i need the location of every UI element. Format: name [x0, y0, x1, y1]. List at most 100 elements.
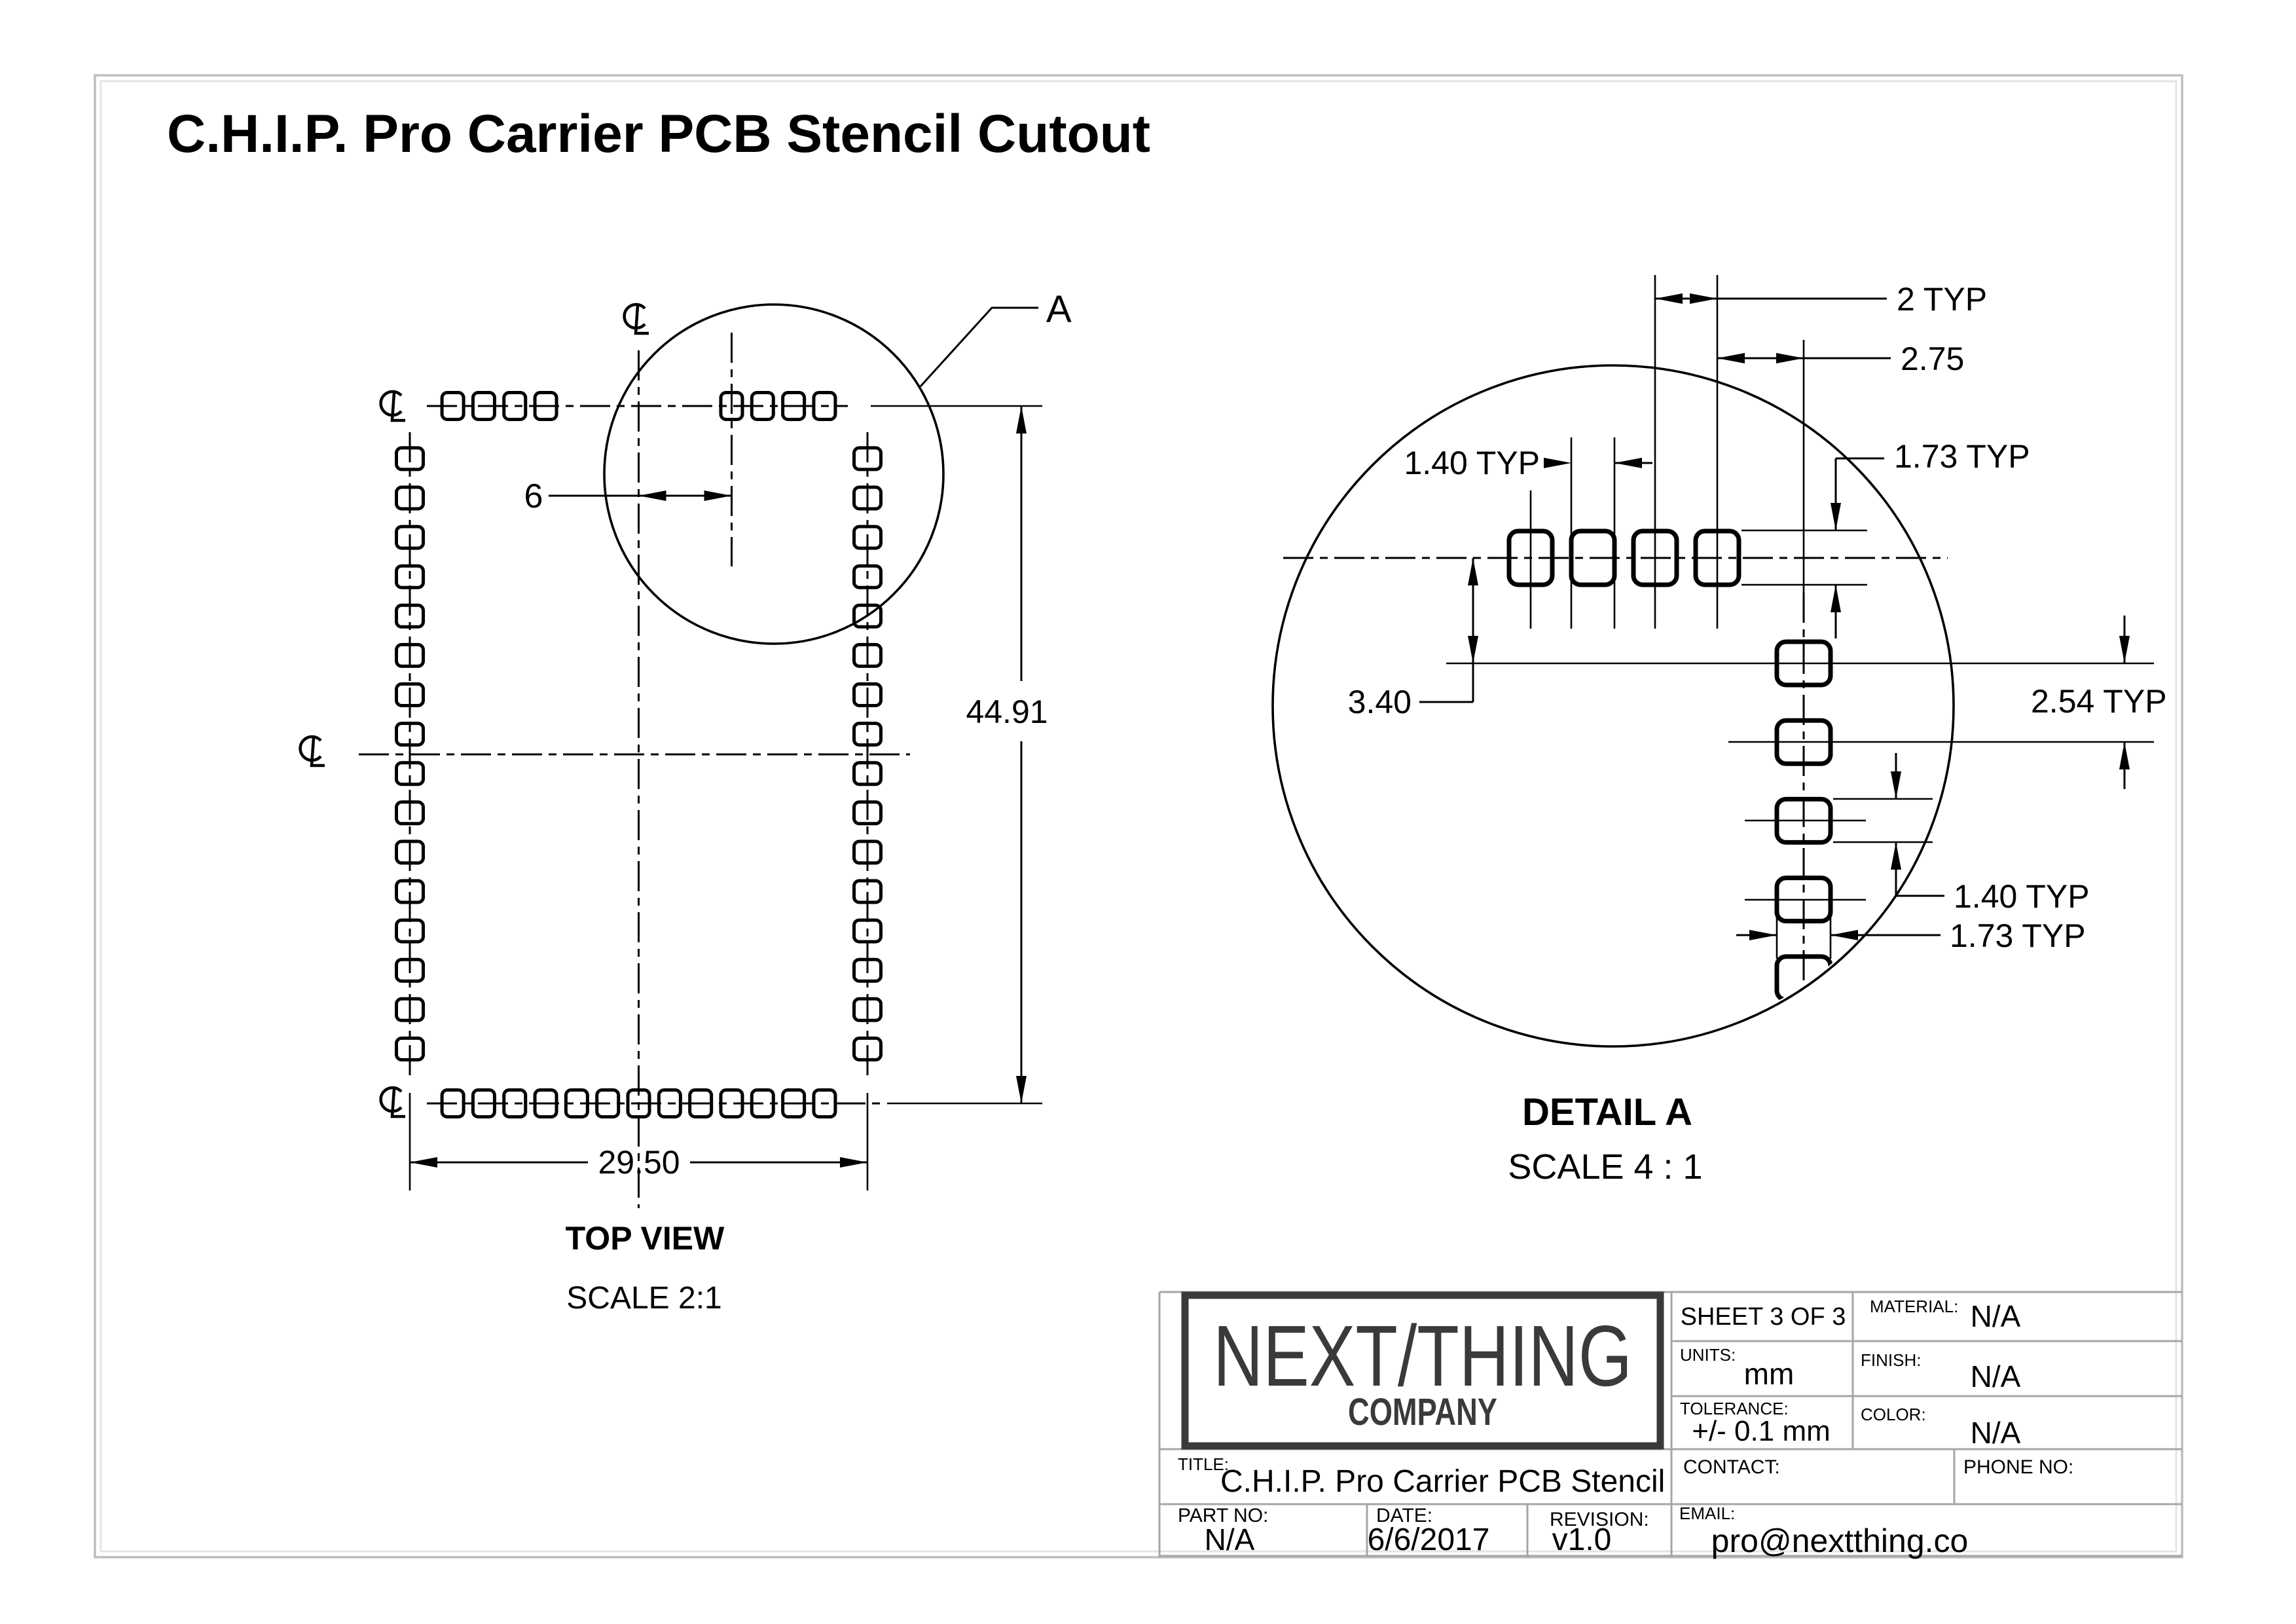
revision-label: REVISION:	[1550, 1509, 1649, 1530]
arrowhead-icon	[1690, 293, 1717, 304]
pad	[852, 997, 883, 1022]
pad	[395, 525, 425, 550]
part-no-label: PART NO:	[1178, 1505, 1268, 1526]
arrowhead-icon	[704, 490, 732, 501]
detail-view: 2 TYP 2.75 1.40 TYP 1.73 TYP 3.40	[1271, 275, 2167, 1187]
dim-pad-width-top: 1.40 TYP	[1404, 445, 1652, 481]
contact-label: CONTACT:	[1683, 1456, 1780, 1478]
pad	[852, 761, 883, 786]
pad	[852, 682, 883, 707]
company-subname: COMPANY	[1348, 1391, 1497, 1433]
top-view-label: TOP VIEW	[566, 1220, 725, 1257]
revision-value: v1.0	[1552, 1522, 1612, 1557]
pad	[395, 642, 425, 668]
pad	[395, 800, 425, 826]
pad	[852, 446, 883, 471]
title-value: C.H.I.P. Pro Carrier PCB Stencil	[1220, 1464, 1665, 1499]
units-value: mm	[1744, 1357, 1795, 1391]
pad	[471, 1088, 496, 1118]
arrowhead-icon	[1831, 585, 1841, 612]
pad	[852, 642, 883, 668]
pad	[395, 879, 425, 904]
pad	[852, 1036, 883, 1061]
arrowhead-icon	[1891, 842, 1901, 870]
tolerance-label: TOLERANCE:	[1680, 1399, 1789, 1418]
pad	[395, 997, 425, 1022]
title-label: TITLE:	[1178, 1454, 1229, 1474]
centerline-symbol	[381, 392, 405, 420]
pad	[812, 391, 837, 421]
arrowhead-icon	[2119, 636, 2130, 663]
pad	[852, 525, 883, 550]
arrowhead-icon	[1776, 353, 1804, 363]
svg-text:1.73 TYP: 1.73 TYP	[1894, 438, 2030, 475]
pad	[395, 918, 425, 944]
company-logo: NEXT/THING COMPANY	[1181, 1291, 1664, 1450]
pad	[395, 1036, 425, 1061]
pad	[657, 1088, 682, 1118]
tolerance-value: +/- 0.1 mm	[1692, 1415, 1831, 1447]
arrowhead-icon	[410, 1157, 437, 1168]
date-value: 6/6/2017	[1368, 1522, 1490, 1557]
detail-pads	[1506, 528, 1833, 1003]
detail-centerlines	[1283, 275, 2154, 959]
pad	[395, 682, 425, 707]
dim-row-gap: 3.40	[1348, 558, 1474, 720]
pad	[440, 391, 465, 421]
arrowhead-icon	[840, 1157, 867, 1168]
detail-callout-leader	[919, 306, 1038, 388]
pad	[852, 957, 883, 983]
centerline-symbol	[625, 304, 649, 333]
arrowhead-icon	[1468, 558, 1478, 585]
arrowhead-icon	[1831, 503, 1841, 530]
detail-view-label: DETAIL A	[1522, 1091, 1692, 1134]
pad	[395, 564, 425, 589]
pad	[750, 391, 775, 421]
material-label: MATERIAL:	[1870, 1297, 1958, 1316]
arrowhead-icon	[2119, 742, 2130, 769]
pad	[781, 391, 807, 421]
pad	[440, 1088, 465, 1118]
detail-view-scale: SCALE 4 : 1	[1508, 1147, 1702, 1187]
pad	[502, 1088, 528, 1118]
material-value: N/A	[1971, 1299, 2021, 1333]
pad	[750, 1088, 775, 1118]
top-view-scale: SCALE 2:1	[566, 1281, 721, 1316]
finish-value: N/A	[1971, 1359, 2021, 1393]
pad	[852, 879, 883, 904]
pad	[852, 603, 883, 629]
svg-text:3.40: 3.40	[1348, 684, 1412, 720]
page-border	[94, 74, 2183, 1559]
dim-width-29-50: 29.50	[409, 1093, 869, 1190]
top-view-pads	[395, 391, 883, 1118]
pad	[395, 446, 425, 471]
color-value: N/A	[1971, 1416, 2021, 1450]
svg-text:1.73 TYP: 1.73 TYP	[1950, 917, 2086, 954]
pad	[395, 485, 425, 511]
color-label: COLOR:	[1861, 1405, 1926, 1424]
svg-text:6: 6	[524, 477, 543, 515]
svg-text:29.50: 29.50	[598, 1144, 680, 1181]
arrowhead-icon	[1831, 930, 1858, 940]
pad	[812, 1088, 837, 1118]
company-name: NEXT/THING	[1213, 1308, 1632, 1404]
pad	[852, 722, 883, 747]
pad	[395, 603, 425, 629]
arrowhead-icon	[638, 490, 666, 501]
phone-label: PHONE NO:	[1963, 1456, 2073, 1478]
arrowhead-icon	[1016, 1076, 1027, 1103]
arrowhead-icon	[1749, 930, 1777, 940]
arrowhead-icon	[1468, 636, 1478, 663]
dimension-arrowheads	[410, 293, 2130, 1168]
pad	[852, 918, 883, 944]
pad	[502, 391, 528, 421]
finish-label: FINISH:	[1861, 1350, 1921, 1370]
pad	[719, 391, 744, 421]
arrowhead-icon	[1655, 293, 1683, 304]
svg-text:44.91: 44.91	[966, 693, 1048, 730]
pad	[719, 1088, 744, 1118]
pad	[852, 840, 883, 865]
sheet-number: SHEET 3 OF 3	[1681, 1303, 1846, 1331]
